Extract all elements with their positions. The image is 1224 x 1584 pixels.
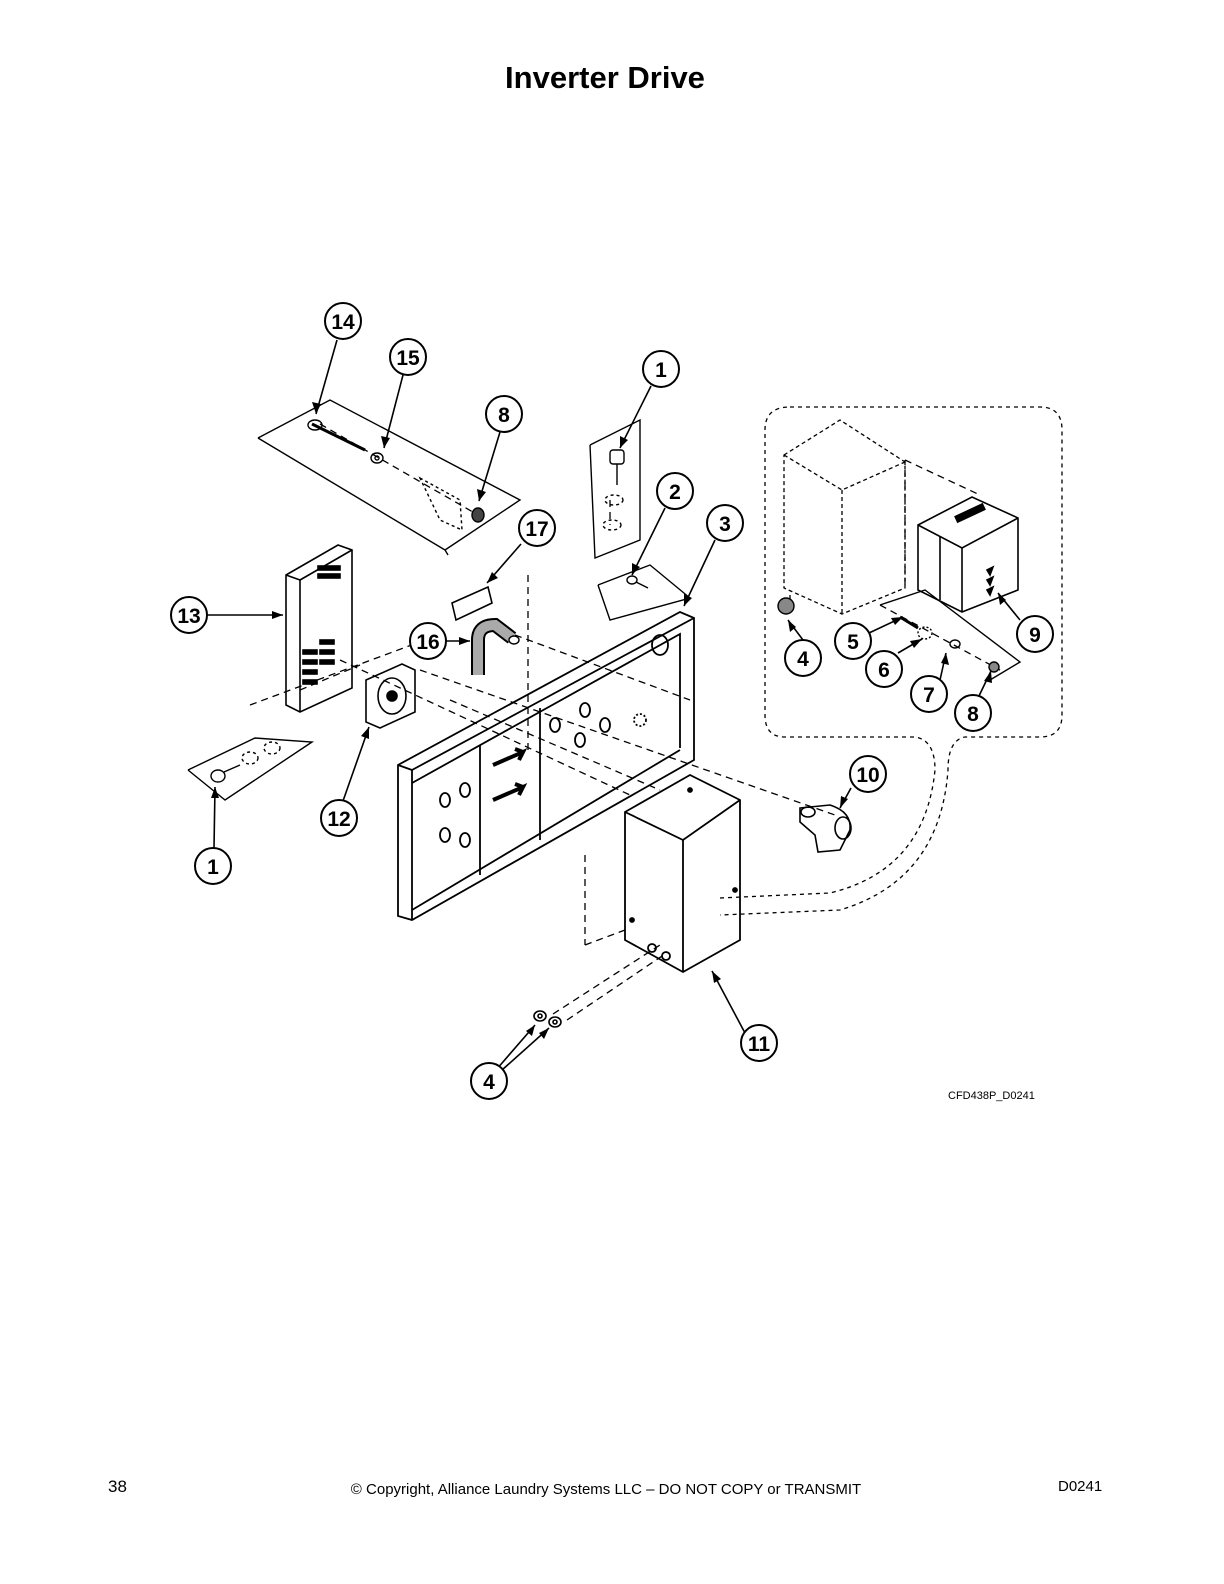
callout-8-lower: 8 (954, 694, 992, 732)
svg-text:7: 7 (923, 684, 935, 707)
callout-3: 3 (706, 504, 744, 542)
bolt-plate-bottom (187, 737, 315, 801)
svg-text:1: 1 (207, 856, 219, 879)
callout-12: 12 (320, 799, 358, 837)
elbow-fitting (799, 804, 852, 853)
callout-14: 14 (324, 302, 362, 340)
callout-7: 7 (910, 675, 948, 713)
hose (471, 617, 520, 675)
callout-6: 6 (865, 650, 903, 688)
grommets-lower (533, 1010, 562, 1028)
assembly-lines (249, 423, 1001, 1021)
svg-text:4: 4 (483, 1071, 495, 1094)
svg-text:11: 11 (748, 1033, 771, 1056)
screw-plate (597, 564, 692, 621)
callout-13: 13 (170, 596, 208, 634)
cover-panel (285, 544, 353, 713)
svg-text:8: 8 (498, 404, 510, 427)
svg-text:1: 1 (655, 359, 667, 382)
drawing-reference: CFD438P_D0241 (948, 1090, 1035, 1102)
callout-markers: 14 15 8 1 17 2 3 13 (170, 302, 1054, 1100)
svg-text:3: 3 (719, 513, 731, 536)
document-code: D0241 (1058, 1478, 1103, 1495)
callout-4-lower: 4 (470, 1062, 508, 1100)
callout-17: 17 (518, 509, 556, 547)
inverter-subassembly-outline (719, 406, 1063, 916)
svg-text:15: 15 (396, 347, 420, 370)
leader-arrowheads (211, 402, 1006, 1039)
svg-text:6: 6 (878, 659, 890, 682)
fastener-plate-upper (257, 399, 522, 556)
callout-8-upper: 8 (485, 395, 523, 433)
callout-11: 11 (740, 1024, 778, 1062)
inverter-fasteners (777, 589, 1022, 681)
inverter-unit (917, 496, 1019, 613)
callout-16: 16 (409, 622, 447, 660)
label-sticker (451, 585, 493, 622)
svg-text:9: 9 (1029, 624, 1041, 647)
svg-text:10: 10 (856, 764, 879, 787)
svg-text:14: 14 (331, 311, 355, 334)
copyright-notice: © Copyright, Alliance Laundry Systems LL… (350, 1481, 862, 1498)
callout-5: 5 (834, 622, 872, 660)
svg-text:4: 4 (797, 648, 809, 671)
callout-9: 9 (1016, 615, 1054, 653)
svg-text:5: 5 (847, 631, 859, 654)
svg-text:8: 8 (967, 703, 979, 726)
svg-text:12: 12 (327, 808, 350, 831)
svg-text:2: 2 (669, 481, 681, 504)
page-title: Inverter Drive (505, 60, 705, 95)
callout-2: 2 (656, 472, 694, 510)
inverter-enclosure (783, 419, 906, 615)
mounting-panel (397, 611, 695, 921)
svg-text:16: 16 (416, 631, 439, 654)
bolt-plate-top (589, 418, 641, 560)
callout-10: 10 (849, 755, 887, 793)
callout-15: 15 (389, 338, 427, 376)
electrical-box (624, 773, 741, 974)
callout-4-upper: 4 (784, 639, 822, 677)
svg-text:13: 13 (177, 605, 200, 628)
page-number: 38 (108, 1477, 127, 1496)
svg-text:17: 17 (525, 518, 548, 541)
callout-1-top: 1 (642, 350, 680, 388)
callout-1-bottom: 1 (194, 847, 232, 885)
cooling-fan (365, 663, 416, 729)
